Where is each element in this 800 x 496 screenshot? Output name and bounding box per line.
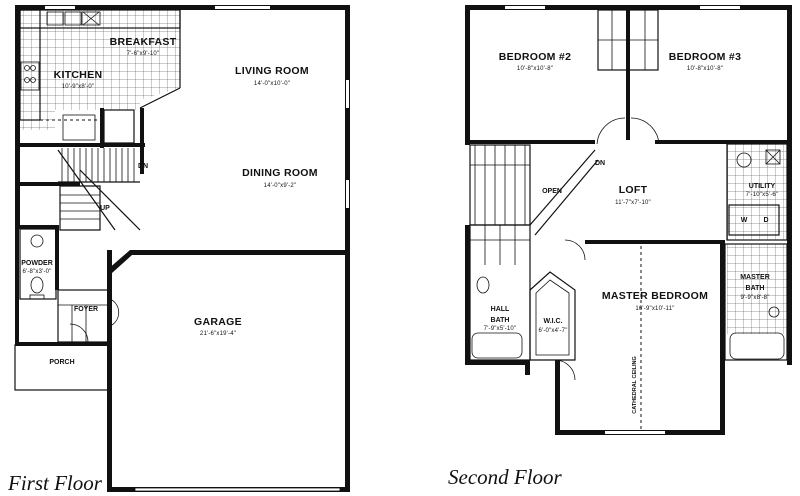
open-label: OPEN xyxy=(542,188,562,195)
utility-label: UTILITY xyxy=(749,183,776,190)
wic-dimensions: 6'-0"x4'-7" xyxy=(538,328,567,334)
bedroom-2-label: BEDROOM #2 xyxy=(499,51,571,63)
living-room-dimensions: 14'-0"x10'-0" xyxy=(254,81,290,87)
second-floor-down-label: DN xyxy=(595,160,605,167)
wic-label: W.I.C. xyxy=(543,318,562,325)
second-floor-walls xyxy=(465,5,792,435)
first-floor-title: First Floor xyxy=(7,471,103,495)
loft-dimensions: 11'-7"x7'-10" xyxy=(615,200,651,206)
second-floor-plan: BEDROOM #2 10'-8"x10'-8" BEDROOM #3 10'-… xyxy=(448,5,792,489)
loft-label: LOFT xyxy=(619,184,648,196)
hall-bath-label-2: BATH xyxy=(491,317,510,324)
kitchen-dimensions: 10'-9"x8'-0" xyxy=(62,84,95,90)
breakfast-label: BREAKFAST xyxy=(110,36,177,48)
cathedral-ceiling-label: CATHEDRAL CEILING xyxy=(632,356,638,414)
master-bedroom-label: MASTER BEDROOM xyxy=(602,290,708,302)
bedroom-2-dimensions: 10'-8"x10'-8" xyxy=(517,66,553,72)
kitchen-label: KITCHEN xyxy=(54,69,103,81)
bedroom-3-dimensions: 10'-8"x10'-8" xyxy=(687,66,723,72)
second-floor-title: Second Floor xyxy=(448,465,563,489)
first-floor-plan: BREAKFAST 7'-6"x9'-10" KITCHEN 10'-9"x8'… xyxy=(7,5,350,495)
foyer-label: FOYER xyxy=(74,306,98,313)
porch-label: PORCH xyxy=(49,359,74,366)
first-floor-up-label: UP xyxy=(100,205,110,212)
master-bath-dimensions: 9'-9"x8'-8" xyxy=(740,295,769,301)
hall-bath-dimensions: 7'-9"x5'-10" xyxy=(484,326,517,332)
living-room-label: LIVING ROOM xyxy=(235,65,309,77)
master-bath-label-2: BATH xyxy=(746,285,765,292)
kitchen-breakfast-tile xyxy=(19,9,181,141)
master-bedroom-dimensions: 16'-9"x10'-11" xyxy=(635,306,674,312)
utility-dimensions: 7'-10"x5'-6" xyxy=(746,192,779,198)
breakfast-dimensions: 7'-6"x9'-10" xyxy=(127,51,160,57)
first-floor-stairs xyxy=(57,148,141,231)
master-bath-label: MASTER xyxy=(740,274,770,281)
garage-label: GARAGE xyxy=(194,316,242,328)
powder-dimensions: 6'-8"x3'-0" xyxy=(22,269,51,275)
garage-dimensions: 21'-6"x19'-4" xyxy=(200,331,236,337)
dining-room-label: DINING ROOM xyxy=(242,167,318,179)
hall-bath-label: HALL xyxy=(491,306,510,313)
powder-label: POWDER xyxy=(21,260,53,267)
first-floor-down-label: DN xyxy=(138,163,148,170)
first-floor-walls xyxy=(14,5,350,492)
first-floor-labels: BREAKFAST 7'-6"x9'-10" KITCHEN 10'-9"x8'… xyxy=(21,36,318,366)
bedroom-3-label: BEDROOM #3 xyxy=(669,51,741,63)
dryer-label: D xyxy=(763,217,768,224)
first-floor-interior xyxy=(19,108,145,343)
washer-label: W xyxy=(741,217,748,224)
second-floor-labels: BEDROOM #2 10'-8"x10'-8" BEDROOM #3 10'-… xyxy=(484,51,779,414)
dining-room-dimensions: 14'-0"x9'-2" xyxy=(264,183,297,189)
